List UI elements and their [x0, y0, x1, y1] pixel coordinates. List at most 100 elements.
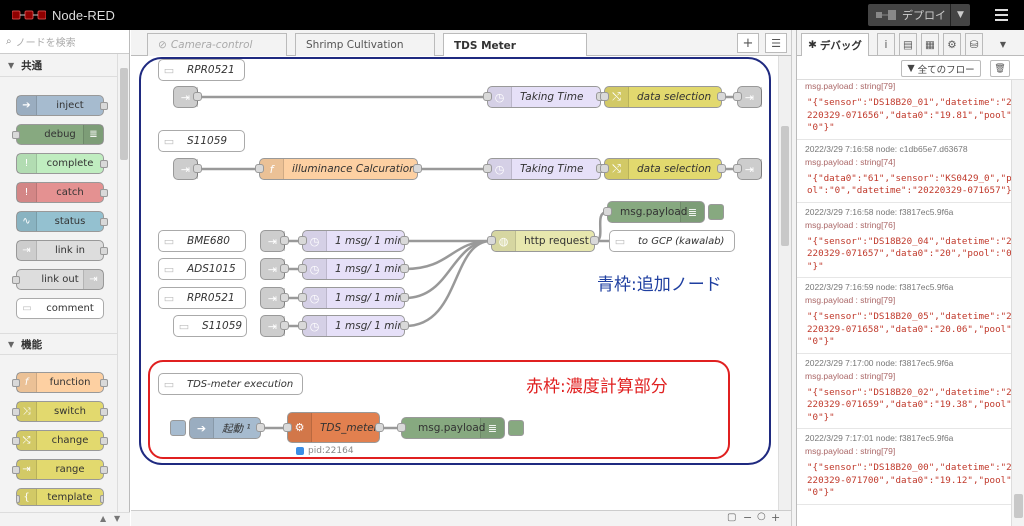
input-port [298, 236, 307, 245]
palette-search-input[interactable]: ⌕ ノードを検索 [0, 30, 129, 54]
message-value[interactable]: "{"sensor":"DS18B20_05","datetime":"20 2… [807, 311, 1011, 347]
sidebar-splitter[interactable] [791, 30, 796, 526]
palette-node-inject[interactable]: ➔ inject [16, 95, 108, 116]
debug-message[interactable]: msg.payload : string[79] "{"sensor":"DS1… [797, 80, 1011, 140]
delay-node[interactable]: ◷1 msg/ 1 min [298, 315, 409, 337]
flow-canvas[interactable]: ▭ RPR0521 ⇥ ◷ Taking Time ⤭ data selecti… [131, 56, 778, 510]
tab-help[interactable]: ▤ [899, 33, 917, 55]
palette-node-template[interactable]: { template [16, 488, 104, 506]
debug-message[interactable]: 2022/3/29 7:16:58 node: f3817ec5.9f6a ms… [797, 203, 1011, 278]
comment-node[interactable]: ▭ S11059 [173, 315, 247, 337]
palette-node-link-out[interactable]: link out ⇥ [12, 269, 104, 290]
collapse-down-icon[interactable]: ▼ [114, 514, 121, 523]
palette-node-switch[interactable]: ⤨ switch [12, 401, 108, 422]
link-in-node[interactable]: ⇥ [173, 158, 202, 180]
deploy-button[interactable]: デプロイ ▼ [868, 4, 970, 26]
deploy-dropdown-icon[interactable]: ▼ [950, 4, 970, 26]
palette-node-catch[interactable]: ! catch [16, 182, 108, 203]
main-menu-button[interactable] [986, 4, 1016, 26]
comment-node[interactable]: ▭ S11059 [158, 130, 245, 152]
zoom-in-icon[interactable]: + [771, 511, 781, 524]
delay-node[interactable]: ◷1 msg/ 1 min [298, 258, 409, 280]
zoom-reset-icon[interactable]: ○ [757, 511, 766, 522]
palette-node-link-in[interactable]: ⇥ link in [16, 240, 108, 261]
node-label: Taking Time [520, 163, 584, 175]
message-value[interactable]: "{"sensor":"DS18B20_01","datetime":"20 2… [807, 97, 1011, 133]
message-value[interactable]: "{"sensor":"DS18B20_00","datetime":"20 2… [807, 462, 1011, 498]
function-node[interactable]: f illuminance Calcuration [255, 158, 422, 180]
tab-dashboard[interactable]: ▦ [921, 33, 939, 55]
comment-node[interactable]: ▭ ADS1015 [158, 258, 246, 280]
tab-context[interactable]: ⛁ [965, 33, 983, 55]
palette-node-debug[interactable]: debug ≣ [12, 124, 104, 145]
message-value[interactable]: "{"sensor":"DS18B20_02","datetime":"20 2… [807, 386, 1011, 423]
tab-shrimp-cultivation[interactable]: Shrimp Cultivation [295, 33, 435, 56]
flow-list-button[interactable]: ☰ [765, 33, 787, 53]
link-in-node[interactable]: ⇥ [260, 258, 289, 280]
subflow-node[interactable]: ⚙ TDS_meter [283, 412, 384, 443]
tab-camera-control[interactable]: ⊘ Camera-control [147, 33, 287, 56]
tab-tds-meter[interactable]: TDS Meter [443, 33, 587, 57]
debug-message[interactable]: 2022/3/29 7:17:00 node: f3817ec5.9f6a ms… [797, 354, 1011, 429]
canvas-scroll-thumb[interactable] [781, 126, 789, 246]
debug-scrollbar[interactable] [1011, 80, 1024, 526]
debug-node[interactable]: msg.payload ≣ [603, 201, 724, 223]
node-palette: ⌕ ノードを検索 ▼ 共通 ➔ inject debug ≣ ! complet… [0, 30, 130, 526]
delay-node[interactable]: ◷ Taking Time [483, 86, 605, 108]
sidebar-menu-button[interactable]: ▼ [991, 33, 1015, 55]
http-request-node[interactable]: ◍ http request [487, 230, 599, 252]
debug-node[interactable]: msg.payload ≣ [397, 417, 524, 439]
debug-scroll-thumb[interactable] [1014, 494, 1023, 518]
comment-node[interactable]: ▭ TDS-meter execution [158, 373, 303, 395]
palette-node-status[interactable]: ∿ status [16, 211, 108, 232]
palette-scrollbar[interactable] [117, 54, 129, 516]
output-port [193, 92, 202, 101]
delay-node[interactable]: ◷1 msg/ 1 min [298, 287, 409, 309]
node-label: 1 msg/ 1 min [335, 292, 405, 304]
collapse-up-icon[interactable]: ▲ [100, 514, 107, 523]
comment-node[interactable]: ▭ BME680 [158, 230, 246, 252]
debug-message[interactable]: 2022/3/29 7:16:59 node: f3817ec5.9f6a ms… [797, 278, 1011, 354]
palette-node-change[interactable]: ⤭ change [12, 430, 108, 451]
palette-category-function[interactable]: ▼ 機能 [0, 333, 118, 355]
debug-toggle-button[interactable] [708, 204, 724, 220]
palette-node-range[interactable]: ⇥ range [12, 459, 108, 480]
map-icon[interactable]: ▢ [727, 512, 737, 523]
filter-flows-button[interactable]: ▼ 全てのフロー [901, 60, 981, 77]
add-flow-button[interactable]: + [737, 33, 759, 53]
comment-node[interactable]: ▭ RPR0521 [158, 287, 246, 309]
link-out-node[interactable]: ⇥ [733, 86, 762, 108]
change-node[interactable]: ⤭ data selection [600, 86, 726, 108]
comment-node[interactable]: ▭ RPR0521 [158, 59, 245, 81]
link-in-node[interactable]: ⇥ [260, 287, 289, 309]
tab-info[interactable]: i [877, 33, 895, 55]
change-node[interactable]: ⤭ data selection [600, 158, 726, 180]
zoom-out-icon[interactable]: − [743, 511, 753, 524]
comment-icon: ▭ [22, 303, 32, 314]
palette-category-common[interactable]: ▼ 共通 [0, 55, 118, 77]
canvas-vertical-scrollbar[interactable] [778, 56, 791, 510]
inject-node[interactable]: ➔ 起動 ¹ [170, 417, 265, 439]
delay-node[interactable]: ◷1 msg/ 1 min [298, 230, 409, 252]
link-out-node[interactable]: ⇥ [733, 158, 762, 180]
message-topic: msg.payload : string[79] [805, 295, 896, 305]
comment-node[interactable]: ▭ to GCP (kawalab) [609, 230, 735, 252]
link-in-node[interactable]: ⇥ [260, 315, 289, 337]
input-port [397, 423, 406, 432]
clear-debug-button[interactable]: 🗑 [990, 60, 1010, 77]
debug-message[interactable]: 2022/3/29 7:17:01 node: f3817ec5.9f6a ms… [797, 429, 1011, 505]
tab-config[interactable]: ⚙ [943, 33, 961, 55]
tab-debug[interactable]: ✱ デバッグ [801, 33, 869, 56]
palette-node-function[interactable]: f function [12, 372, 108, 393]
palette-node-comment[interactable]: ▭ comment [16, 298, 104, 319]
debug-toggle-button[interactable] [508, 420, 524, 436]
message-value[interactable]: "{"data0":"61","sensor":"KS0429_0","po o… [807, 172, 1011, 197]
palette-scroll-thumb[interactable] [120, 68, 128, 160]
inject-trigger-button[interactable] [170, 420, 186, 436]
message-value[interactable]: "{"sensor":"DS18B20_04","datetime":"20 2… [807, 235, 1011, 272]
link-in-node[interactable]: ⇥ [173, 86, 202, 108]
debug-message[interactable]: 2022/3/29 7:16:58 node: c1db65e7.d63678 … [797, 140, 1011, 203]
palette-node-complete[interactable]: ! complete [16, 153, 108, 174]
link-in-node[interactable]: ⇥ [260, 230, 289, 252]
delay-node[interactable]: ◷ Taking Time [483, 158, 605, 180]
